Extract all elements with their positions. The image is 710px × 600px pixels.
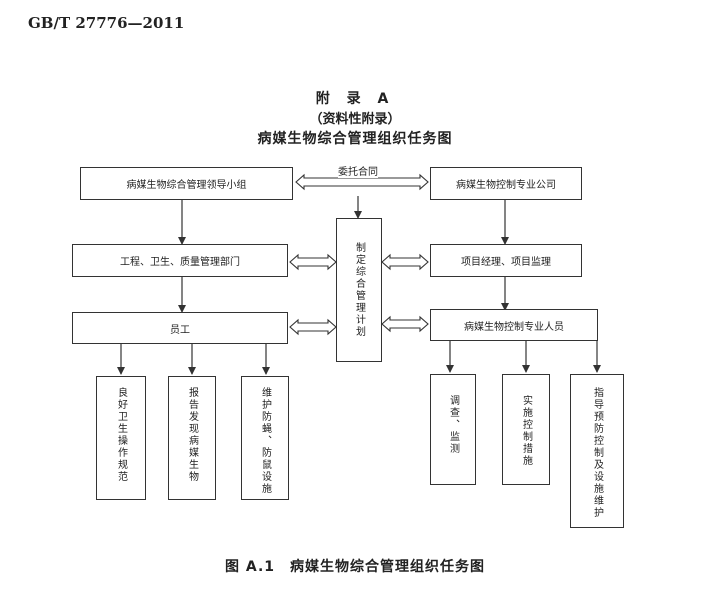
plan-label: 制定综合管理计划 (353, 242, 365, 338)
staff-box: 员工 (72, 312, 288, 344)
double-arrow-plan-pros (381, 315, 429, 333)
appendix-heading: 附 录 A (315, 91, 395, 107)
company-label: 病媒生物控制专业公司 (456, 180, 556, 191)
pm-label: 项目经理、项目监理 (461, 257, 551, 268)
professionals-box: 病媒生物控制专业人员 (430, 309, 598, 341)
appendix-nature: （资料性附录） (309, 112, 401, 127)
staff-task-maintain: 维护防蝇、防鼠设施 (241, 376, 289, 500)
company-box: 病媒生物控制专业公司 (430, 167, 582, 200)
staff-task-hygiene: 良好卫生操作规范 (96, 376, 146, 500)
standard-code: GB/T 27776—2011 (28, 14, 185, 32)
pro-task-guide-label: 指导预防控制及设施维护 (591, 387, 603, 519)
dept-label: 工程、卫生、质量管理部门 (120, 257, 240, 268)
pm-box: 项目经理、项目监理 (430, 244, 582, 277)
entrust-contract-label: 委托合同 (338, 163, 378, 178)
double-arrow-contract (295, 173, 429, 191)
staff-task-maintain-label: 维护防蝇、防鼠设施 (259, 387, 271, 495)
staff-task-hygiene-label: 良好卫生操作规范 (115, 387, 127, 483)
professionals-label: 病媒生物控制专业人员 (464, 321, 564, 333)
pro-task-survey-label: 调查、监测 (447, 395, 459, 455)
pro-task-control-label: 实施控制措施 (520, 395, 532, 467)
pro-task-survey: 调查、监测 (430, 374, 476, 485)
double-arrow-staff-plan (289, 318, 337, 336)
pro-task-guide: 指导预防控制及设施维护 (570, 374, 624, 528)
dept-box: 工程、卫生、质量管理部门 (72, 244, 288, 277)
figure-caption: 图 A.1 病媒生物综合管理组织任务图 (224, 559, 486, 575)
double-arrow-plan-pm (381, 253, 429, 271)
staff-label: 员工 (170, 324, 190, 336)
pro-task-control: 实施控制措施 (502, 374, 550, 485)
staff-task-report-label: 报告发现病媒生物 (186, 387, 198, 483)
plan-box: 制定综合管理计划 (336, 218, 382, 362)
staff-task-report: 报告发现病媒生物 (168, 376, 216, 500)
diagram-title: 病媒生物综合管理组织任务图 (257, 131, 453, 147)
leadership-group-box: 病媒生物综合管理领导小组 (80, 167, 293, 200)
leadership-group-label: 病媒生物综合管理领导小组 (126, 180, 247, 191)
double-arrow-dept-plan (289, 253, 337, 271)
